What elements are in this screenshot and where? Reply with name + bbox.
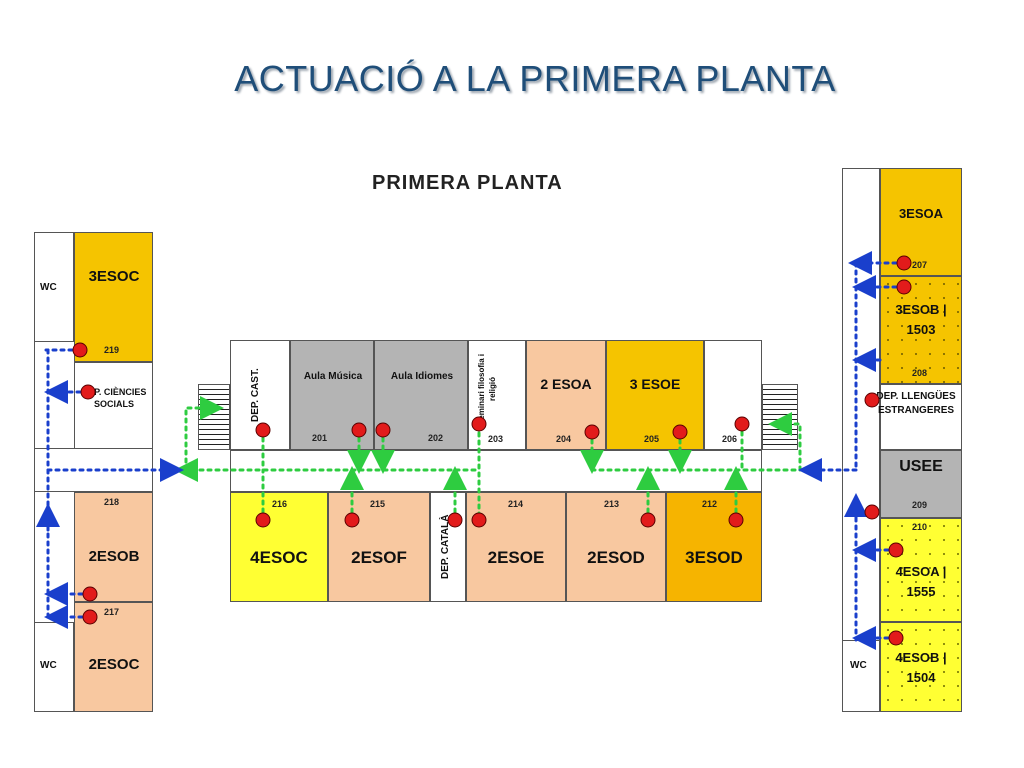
room-209-number: 209 (912, 500, 928, 510)
room-204-label: 2 ESOA (540, 376, 592, 392)
room-dep-cs (74, 362, 153, 450)
room-219-label: 3ESOC (88, 268, 140, 285)
wc-top (34, 232, 74, 342)
room-213-label: 2ESOD (587, 548, 645, 567)
room-214 (466, 492, 566, 602)
wc-right (842, 640, 880, 712)
room-212 (666, 492, 762, 602)
room-202 (374, 340, 468, 450)
room-205 (606, 340, 704, 450)
room-216-number: 216 (272, 499, 288, 509)
room-usee (880, 450, 962, 518)
room-201-number: 201 (312, 433, 328, 443)
green-routes (174, 396, 802, 522)
room-219-number: 219 (104, 345, 120, 355)
room-216 (230, 492, 328, 602)
room-202-label: Aula Idiomes (390, 371, 454, 382)
room-203 (468, 340, 526, 450)
room-218 (74, 492, 153, 602)
room-214-label: 2ESOE (487, 548, 545, 567)
room-214-number: 214 (508, 499, 524, 509)
room-dep-lle (880, 384, 962, 450)
room-3esoa-label: 3ESOA (898, 206, 944, 221)
left-corridor (34, 448, 153, 492)
room-215 (328, 492, 430, 602)
room-215-number: 215 (370, 499, 386, 509)
room-204-number: 204 (556, 434, 572, 444)
room-205-number: 205 (644, 434, 660, 444)
room-212-number: 212 (702, 499, 718, 509)
room-3esoa (880, 168, 962, 276)
room-4esob-label: 4ESOB | 1504 (895, 650, 947, 685)
room-218-number: 218 (104, 497, 120, 507)
room-4esoa (880, 518, 962, 622)
red-points (72, 255, 912, 646)
room-207-number: 207 (912, 260, 928, 270)
room-4esoa-label: 4ESOA | 1555 (895, 564, 947, 599)
room-219 (74, 232, 153, 362)
room-210-number: 210 (912, 522, 928, 532)
room-usee-label: USEE (899, 458, 943, 475)
blue-routes (36, 251, 906, 650)
room-206-number: 206 (722, 434, 738, 444)
room-3esob-label: 3ESOB | 1503 (895, 302, 947, 337)
wc-top-label: WC (40, 282, 57, 293)
plan-title: PRIMERA PLANTA (372, 172, 563, 194)
dep-cs-label: DEP. CIÈNCIES SOCIALS (81, 387, 147, 409)
room-3esob (880, 276, 962, 384)
room-217-label: 2ESOC (88, 656, 140, 673)
room-201-label: Aula Música (303, 371, 363, 382)
room-212-label: 3ESOD (685, 548, 743, 567)
room-dep-catala (430, 492, 466, 602)
slide-title: ACTUACIÓ A LA PRIMERA PLANTA (234, 58, 836, 99)
room-202-number: 202 (428, 433, 444, 443)
wc-right-label: WC (850, 660, 867, 671)
dep-lle-label: DEP. LLENGÜES ESTRANGERES (876, 391, 956, 416)
room-213-number: 213 (604, 499, 620, 509)
room-218-label: 2ESOB (88, 548, 140, 565)
room-208-number: 208 (912, 368, 928, 378)
wc-bottom-label: WC (40, 660, 57, 671)
room-206 (704, 340, 762, 450)
room-216-label: 4ESOC (250, 548, 308, 567)
room-205-label: 3 ESOE (629, 376, 681, 392)
room-215-label: 2ESOF (351, 548, 407, 567)
room-203-number: 203 (488, 434, 504, 444)
room-217-number: 217 (104, 607, 120, 617)
